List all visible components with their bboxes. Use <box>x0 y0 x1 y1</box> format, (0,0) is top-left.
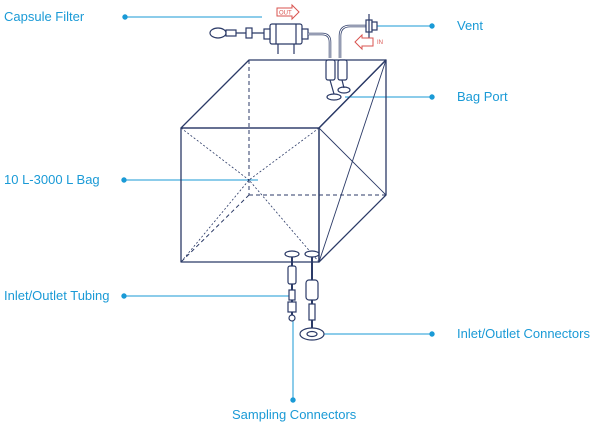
flow-arrow-in: IN <box>354 33 383 51</box>
pinch-clamp-icon <box>245 27 253 39</box>
leader-dot-tubing <box>121 293 127 299</box>
cube-hidden-edges <box>180 60 386 263</box>
leader-dot-connectors <box>429 331 435 337</box>
sampling-port-icon <box>284 250 300 258</box>
capsule-filter-assembly <box>209 14 378 101</box>
label-bag-port: Bag Port <box>457 89 508 104</box>
leader-dot-capsule-filter <box>122 14 128 20</box>
label-sampling: Sampling Connectors <box>232 407 357 422</box>
leader-dot-sampling <box>290 397 296 403</box>
sampling-connector-icon <box>288 314 296 322</box>
outlet-clamp-icon <box>305 279 319 301</box>
cube-side-folds <box>318 59 387 263</box>
flow-arrow-out: OUT <box>276 3 300 21</box>
leader-dot-bag <box>121 177 127 183</box>
flow-out-label: OUT <box>279 11 292 17</box>
bag-port-icon <box>326 93 342 101</box>
bag-port-clamp-icon <box>325 59 336 81</box>
label-tubing: Inlet/Outlet Tubing <box>4 288 110 303</box>
leader-dot-bag-port <box>429 94 435 100</box>
end-cap-icon <box>209 27 227 39</box>
leader-dot-vent <box>429 23 435 29</box>
bottom-tubing-assembly <box>284 250 325 341</box>
cube-top-face <box>180 59 387 129</box>
flow-in-label: IN <box>377 40 383 46</box>
label-capsule-filter: Capsule Filter <box>4 9 85 24</box>
outlet-port-icon <box>304 250 320 258</box>
cube-fold-lines <box>180 127 320 263</box>
sampling-clamp-icon <box>287 265 297 285</box>
label-bag: 10 L-3000 L Bag <box>4 172 100 187</box>
label-vent: Vent <box>457 18 484 33</box>
capsule-filter-icon <box>269 23 303 45</box>
leader-lines <box>121 14 435 403</box>
bag-cube <box>180 59 387 263</box>
label-connectors: Inlet/Outlet Connectors <box>457 326 590 341</box>
